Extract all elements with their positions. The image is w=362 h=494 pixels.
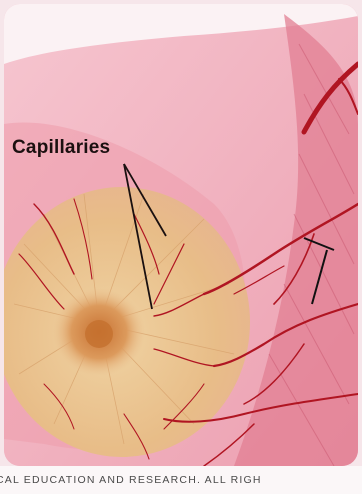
capillaries-label: Capillaries xyxy=(12,137,110,159)
nipple xyxy=(85,320,113,348)
copyright-footer: CAL EDUCATION AND RESEARCH. ALL RIGH xyxy=(0,466,362,494)
breast-anatomy-illustration xyxy=(4,4,358,466)
illustration-frame: Capillaries xyxy=(4,4,358,466)
copyright-text: CAL EDUCATION AND RESEARCH. ALL RIGH xyxy=(0,466,262,494)
